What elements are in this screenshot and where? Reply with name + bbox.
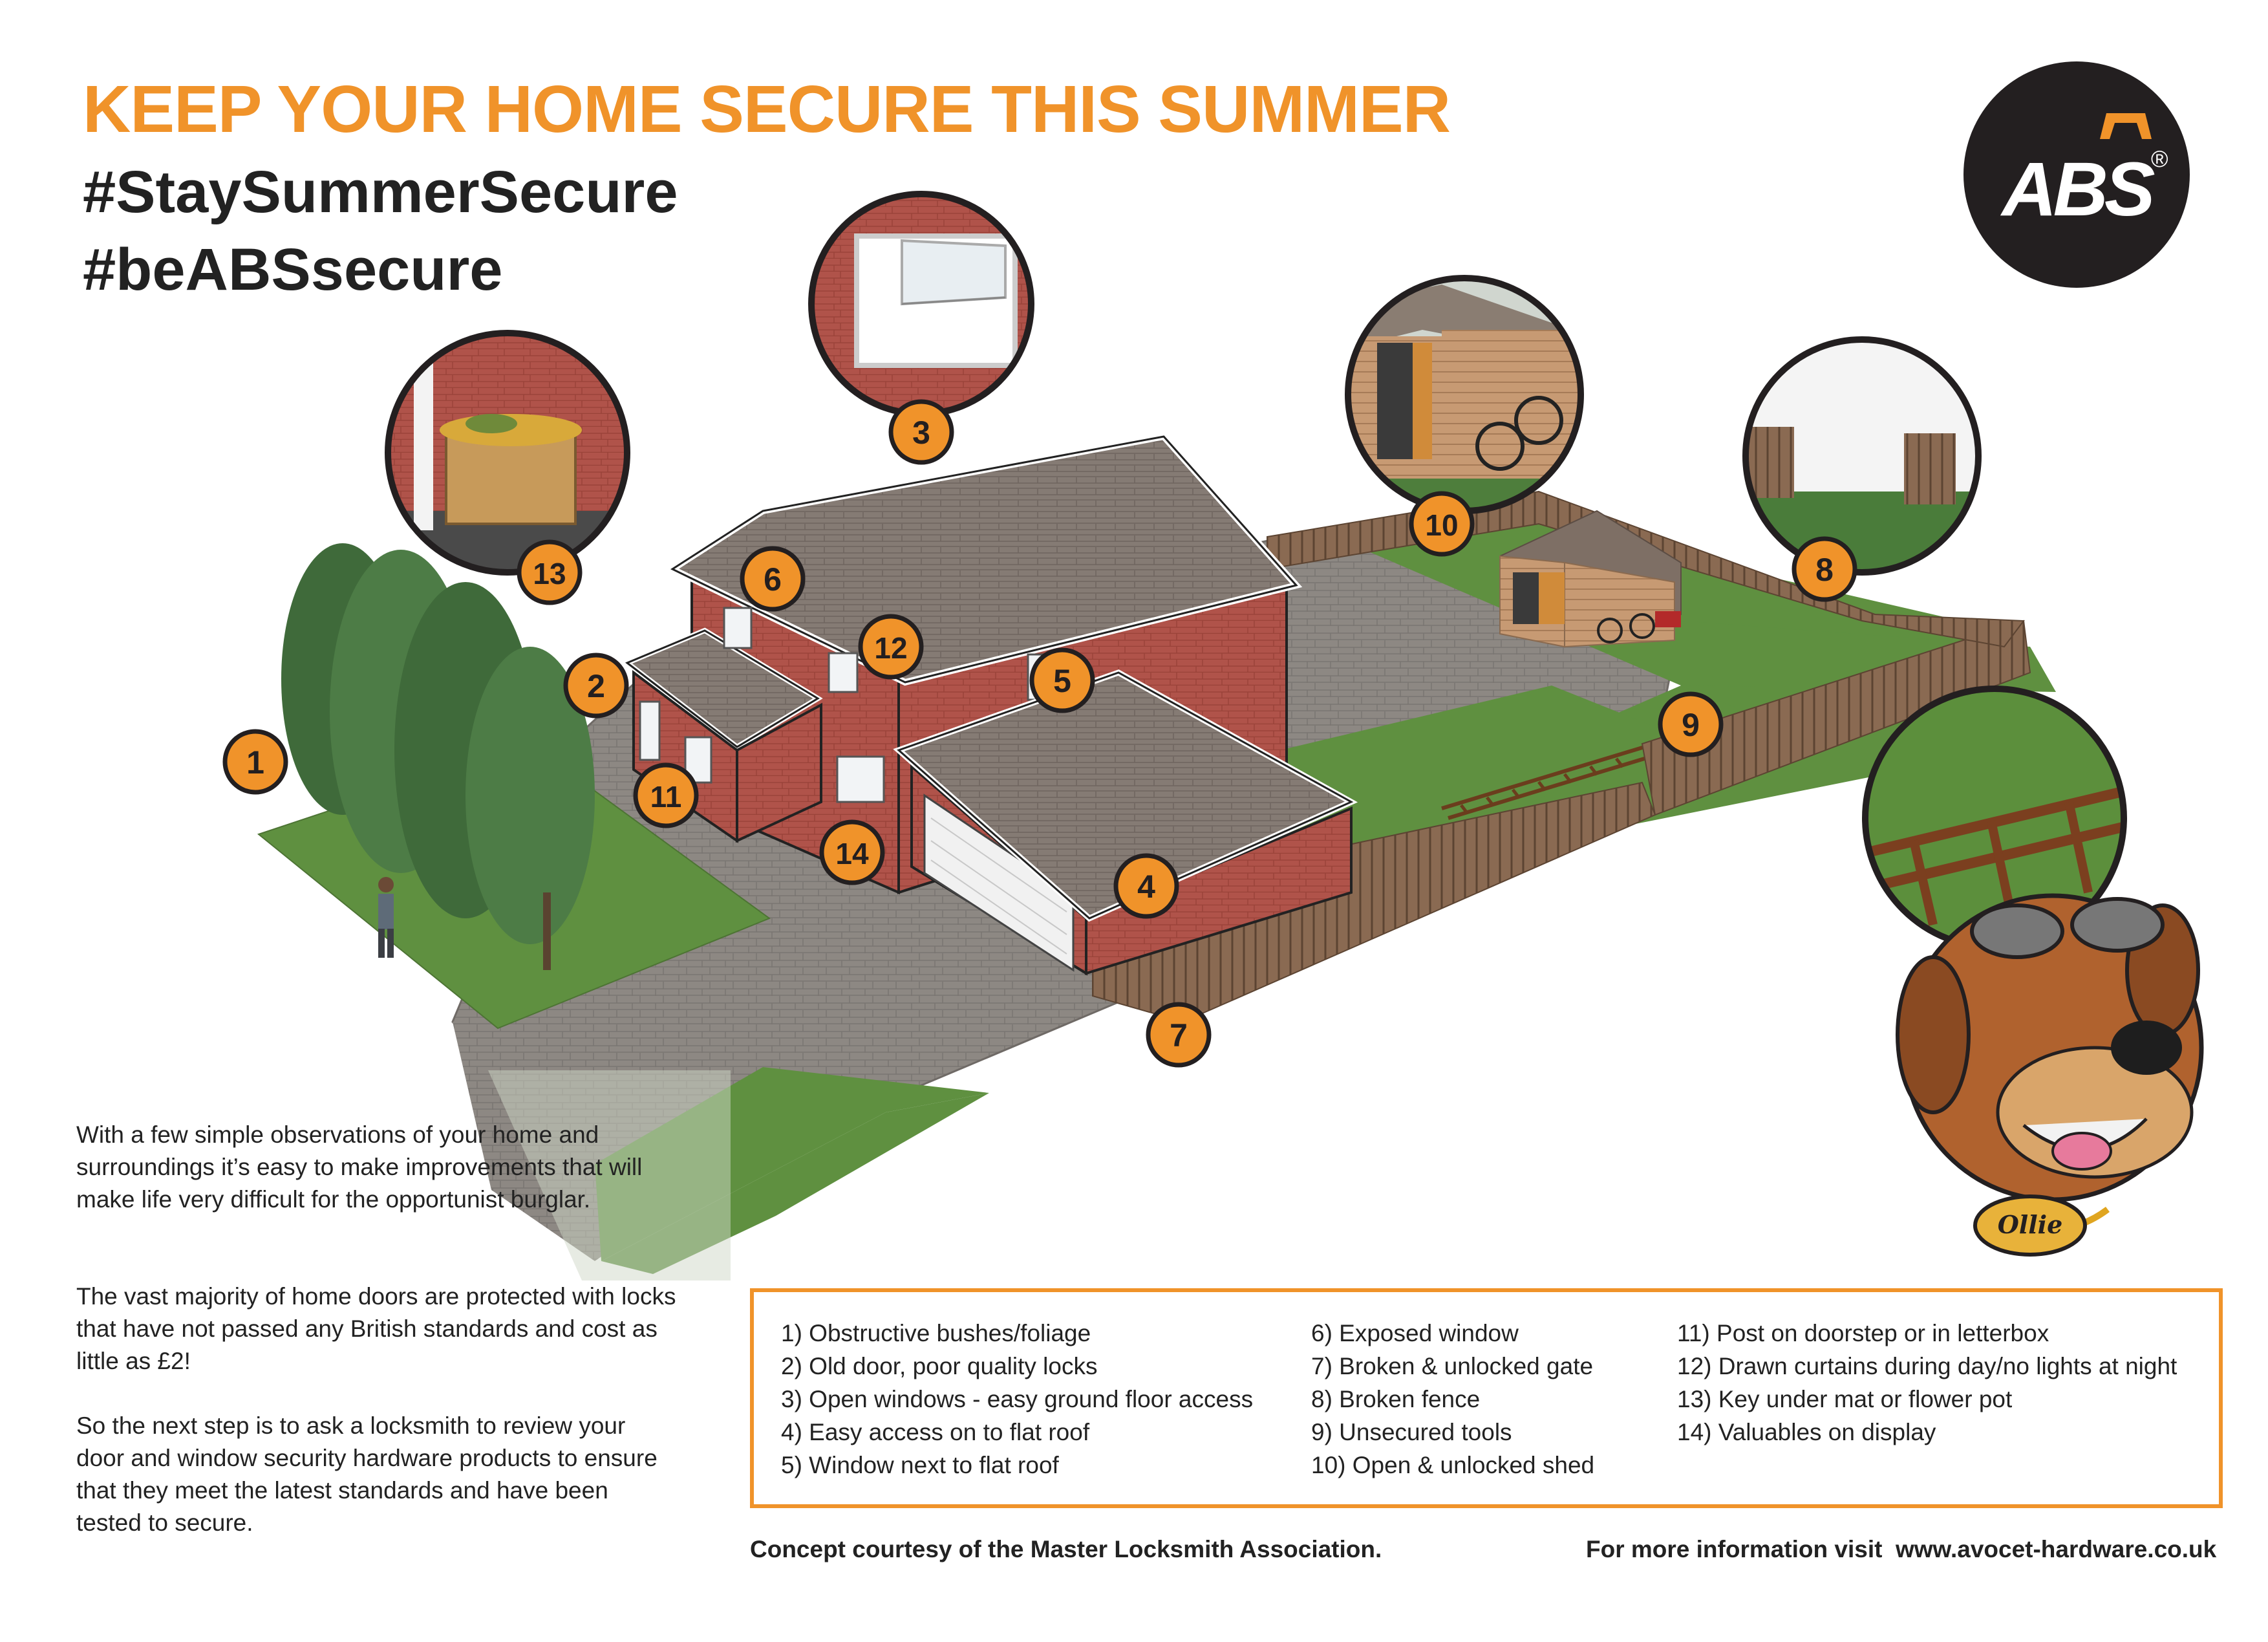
- legend-item: 8) Broken fence: [1311, 1386, 1481, 1412]
- marker-12: 12: [858, 614, 924, 680]
- legend-item: 12) Drawn curtains during day/no lights …: [1677, 1353, 2177, 1379]
- marker-circle: [888, 399, 954, 465]
- marker-4: 4: [1113, 853, 1179, 919]
- logo-text: ABS: [2002, 147, 2155, 232]
- page-title: KEEP YOUR HOME SECURE THIS SUMMER: [83, 72, 1451, 146]
- abs-logo: ABS ®: [1963, 61, 2190, 288]
- legend-item: 7) Broken & unlocked gate: [1311, 1353, 1594, 1379]
- legend-item: 9) Unsecured tools: [1311, 1419, 1512, 1445]
- marker-10: 10: [1409, 491, 1475, 557]
- website-text[interactable]: For more information visit www.avocet-ha…: [1586, 1536, 2217, 1562]
- marker-label: 6: [764, 561, 782, 598]
- marker-circle: [1792, 536, 1857, 602]
- marker-label: 4: [1137, 869, 1155, 905]
- marker-label: 12: [874, 631, 907, 665]
- marker-label: 14: [835, 837, 869, 870]
- marker-label: 9: [1682, 707, 1700, 743]
- marker-8: 8: [1792, 536, 1857, 602]
- legend-item: 5) Window next to flat roof: [781, 1452, 1059, 1478]
- zoom-circle-window: [808, 191, 1034, 417]
- marker-11: 11: [633, 762, 699, 828]
- marker-label: 7: [1170, 1017, 1188, 1053]
- marker-circle: [1029, 647, 1095, 713]
- zoom-circle-shed: [1345, 275, 1584, 514]
- marker-label: 1: [246, 744, 264, 781]
- legend-item: 10) Open & unlocked shed: [1311, 1452, 1595, 1478]
- marker-3: 3: [888, 399, 954, 465]
- marker-circle: [1146, 1002, 1212, 1068]
- marker-circle: [1658, 691, 1724, 757]
- marker-circle: [858, 614, 924, 680]
- marker-14: 14: [819, 819, 885, 885]
- marker-6: 6: [740, 546, 806, 612]
- credit-text: Concept courtesy of the Master Locksmith…: [750, 1536, 1382, 1562]
- mascot-tag: Ollie: [1998, 1210, 2063, 1239]
- zoom-circle-fence: [1742, 336, 1982, 576]
- marker-circle: [819, 819, 885, 885]
- marker-label: 11: [650, 780, 682, 814]
- hashtag-stay-summer-secure: #StaySummerSecure: [83, 159, 678, 225]
- mascot-dog: [1896, 893, 2204, 1257]
- marker-label: 2: [587, 668, 605, 704]
- marker-label: 5: [1053, 663, 1071, 699]
- intro-paragraph-3: So the next step is to ask a locksmith t…: [76, 1412, 658, 1536]
- marker-label: 3: [912, 415, 930, 451]
- marker-1: 1: [222, 729, 288, 795]
- marker-circle: [222, 729, 288, 795]
- person-figure: [378, 877, 394, 958]
- legend-item: 3) Open windows - easy ground floor acce…: [781, 1386, 1254, 1412]
- intro-paragraph-1: With a few simple observations of your h…: [76, 1121, 643, 1213]
- trees: [281, 543, 595, 970]
- hashtag-be-abs-secure: #beABSsecure: [83, 237, 503, 303]
- house: [622, 433, 1358, 976]
- marker-circle: [633, 762, 699, 828]
- marker-5: 5: [1029, 647, 1095, 713]
- legend-item: 13) Key under mat or flower pot: [1677, 1386, 2013, 1412]
- legend-item: 14) Valuables on display: [1677, 1419, 1936, 1445]
- legend-item: 11) Post on doorstep or in letterbox: [1677, 1320, 2049, 1346]
- marker-label: 8: [1815, 552, 1834, 588]
- intro-paragraph-2: The vast majority of home doors are prot…: [76, 1283, 676, 1374]
- marker-circle: [740, 546, 806, 612]
- legend-item: 1) Obstructive bushes/foliage: [781, 1320, 1091, 1346]
- marker-circle: [1113, 853, 1179, 919]
- marker-13: 13: [517, 539, 583, 605]
- marker-circle: [517, 539, 583, 605]
- legend-box: 1) Obstructive bushes/foliage 2) Old doo…: [750, 1288, 2223, 1508]
- legend-item: 2) Old door, poor quality locks: [781, 1353, 1098, 1379]
- legend-item: 6) Exposed window: [1311, 1320, 1519, 1346]
- marker-label: 13: [533, 557, 566, 590]
- marker-9: 9: [1658, 691, 1724, 757]
- marker-circle: [1409, 491, 1475, 557]
- logo-arc-icon: [2100, 113, 2152, 139]
- marker-7: 7: [1146, 1002, 1212, 1068]
- legend-column-3: 11) Post on doorstep or in letterbox 12)…: [1677, 1317, 2177, 1449]
- logo-registered: ®: [2151, 146, 2168, 172]
- marker-2: 2: [563, 653, 629, 718]
- marker-label: 10: [1425, 508, 1458, 542]
- legend-column-1: 1) Obstructive bushes/foliage 2) Old doo…: [781, 1317, 1253, 1482]
- legend-item: 4) Easy access on to flat roof: [781, 1419, 1090, 1445]
- zoom-circle-planter: [385, 330, 630, 576]
- marker-circle: [563, 653, 629, 718]
- legend-column-2: 6) Exposed window 7) Broken & unlocked g…: [1311, 1317, 1594, 1482]
